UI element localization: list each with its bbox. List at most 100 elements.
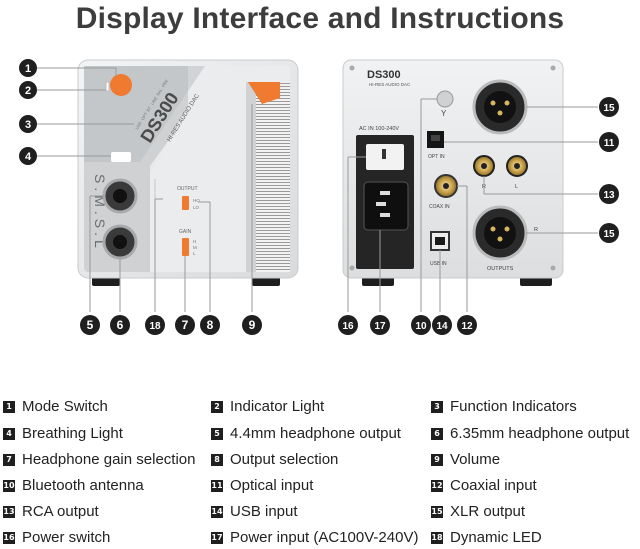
legend-label: Power switch — [22, 529, 111, 546]
rear-subtitle: HI-RES AUDIO DAC — [369, 82, 411, 87]
xlr-r-label: R — [534, 227, 538, 233]
gain-selection-switch[interactable] — [182, 238, 189, 256]
legend-label: RCA output — [22, 503, 99, 520]
svg-text:1: 1 — [25, 63, 31, 75]
legend-label: 6.35mm headphone output — [450, 425, 630, 442]
indicator-label-pre: PRE — [161, 78, 170, 88]
coaxial-input-hole — [443, 183, 449, 189]
usb-input-core — [435, 237, 445, 245]
callout-7: 7 — [175, 315, 195, 335]
svg-text:17: 17 — [374, 321, 386, 332]
legend-number: 3 — [431, 400, 443, 413]
legend-label: Indicator Light — [230, 398, 325, 415]
xlr-top-pin-3 — [497, 110, 503, 116]
svg-text:18: 18 — [149, 321, 161, 332]
svg-text:9: 9 — [249, 318, 256, 332]
function-indicators: USB OPT BT LINE BAL PRE — [134, 78, 169, 130]
gain-option-l: L — [193, 251, 196, 256]
svg-text:12: 12 — [461, 321, 473, 332]
legend-number: 15 — [431, 505, 443, 518]
xlr-bottom-pin-3 — [497, 236, 503, 242]
callout-15-bottom: 15 — [599, 223, 619, 243]
power-pin-top — [380, 191, 390, 195]
callout-18: 18 — [145, 315, 165, 335]
legend-item-13: 13 RCA output — [3, 503, 99, 520]
legend-item-6: 6 6.35mm headphone output — [431, 425, 629, 442]
svg-text:13: 13 — [603, 190, 615, 201]
power-pin-bot — [380, 213, 390, 217]
legend-number: 13 — [3, 505, 15, 518]
legend-item-16: 16 Power switch — [3, 529, 110, 546]
legend-label: Bluetooth antenna — [22, 477, 144, 494]
xlr-bottom-pin-2 — [504, 226, 510, 232]
legend-item-4: 4 Breathing Light — [3, 425, 123, 442]
legend-item-17: 17 Power input (AC100V-240V) — [211, 529, 418, 546]
indicator-label-line: LINE — [149, 95, 158, 105]
legend-label: Breathing Light — [22, 425, 123, 442]
indicator-light — [105, 81, 110, 92]
callout-badges: 1 2 3 4 5 6 18 7 8 9 16 17 10 14 12 15 1… — [19, 59, 619, 335]
rear-model-logo: DS300 — [367, 69, 401, 81]
ac-in-label: AC IN 100-240V — [359, 126, 399, 132]
callout-12: 12 — [457, 315, 477, 335]
svg-text:14: 14 — [436, 321, 448, 332]
output-selection-switch[interactable] — [182, 196, 189, 210]
rear-screw-br — [550, 265, 556, 271]
callout-1: 1 — [19, 59, 37, 77]
output-option-lo: LO — [193, 205, 200, 210]
legend-label: XLR output — [450, 503, 526, 520]
power-switch-mark — [382, 149, 386, 159]
xlr-top-pin-1 — [490, 100, 496, 106]
leader-lines — [37, 67, 598, 312]
indicator-label-usb: USB — [134, 120, 143, 130]
power-pin-mid — [376, 202, 386, 206]
callout-13: 13 — [599, 184, 619, 204]
svg-text:3: 3 — [25, 119, 31, 131]
device-illustration: S.M.S.L DS300 HI-RES AUDIO DAC USB OPT B… — [19, 59, 619, 335]
gain-option-h: H — [193, 239, 196, 244]
legend-label: Volume — [450, 451, 501, 468]
callout-5: 5 — [80, 315, 100, 335]
xlr-bottom-pin-1 — [490, 226, 496, 232]
xlr-top-pin-2 — [504, 100, 510, 106]
legend-number: 17 — [211, 531, 223, 544]
mode-switch-knob[interactable] — [110, 74, 132, 96]
svg-text:2: 2 — [25, 85, 31, 97]
callout-4: 4 — [19, 147, 37, 165]
callout-8: 8 — [200, 315, 220, 335]
volume-wheel[interactable] — [256, 82, 290, 272]
svg-text:11: 11 — [604, 138, 615, 149]
legend-label: Coaxial input — [450, 477, 537, 494]
legend-number: 1 — [3, 400, 15, 413]
bluetooth-antenna[interactable] — [436, 90, 454, 108]
legend-label: Power input (AC100V-240V) — [230, 529, 419, 546]
legend-number: 12 — [431, 479, 443, 492]
legend-label: Optical input — [230, 477, 314, 494]
legend-number: 16 — [3, 531, 15, 544]
svg-text:10: 10 — [415, 321, 427, 332]
legend-number: 6 — [431, 427, 443, 440]
svg-text:4: 4 — [25, 151, 32, 163]
rca-output-right-hole — [481, 163, 487, 169]
callout-15-top: 15 — [599, 97, 619, 117]
legend-item-15: 15 XLR output — [431, 503, 525, 520]
rca-output-left-hole — [514, 163, 520, 169]
svg-text:6: 6 — [117, 318, 124, 332]
gain-label: GAIN — [179, 229, 192, 235]
callout-3: 3 — [19, 115, 37, 133]
legend-item-12: 12 Coaxial input — [431, 477, 537, 494]
usb-in-label: USB IN — [430, 261, 447, 267]
legend-number: 18 — [431, 531, 443, 544]
output-option-ho: HO — [193, 198, 200, 203]
svg-text:16: 16 — [342, 321, 354, 332]
legend-number: 4 — [3, 427, 15, 440]
legend-number: 14 — [211, 505, 223, 518]
